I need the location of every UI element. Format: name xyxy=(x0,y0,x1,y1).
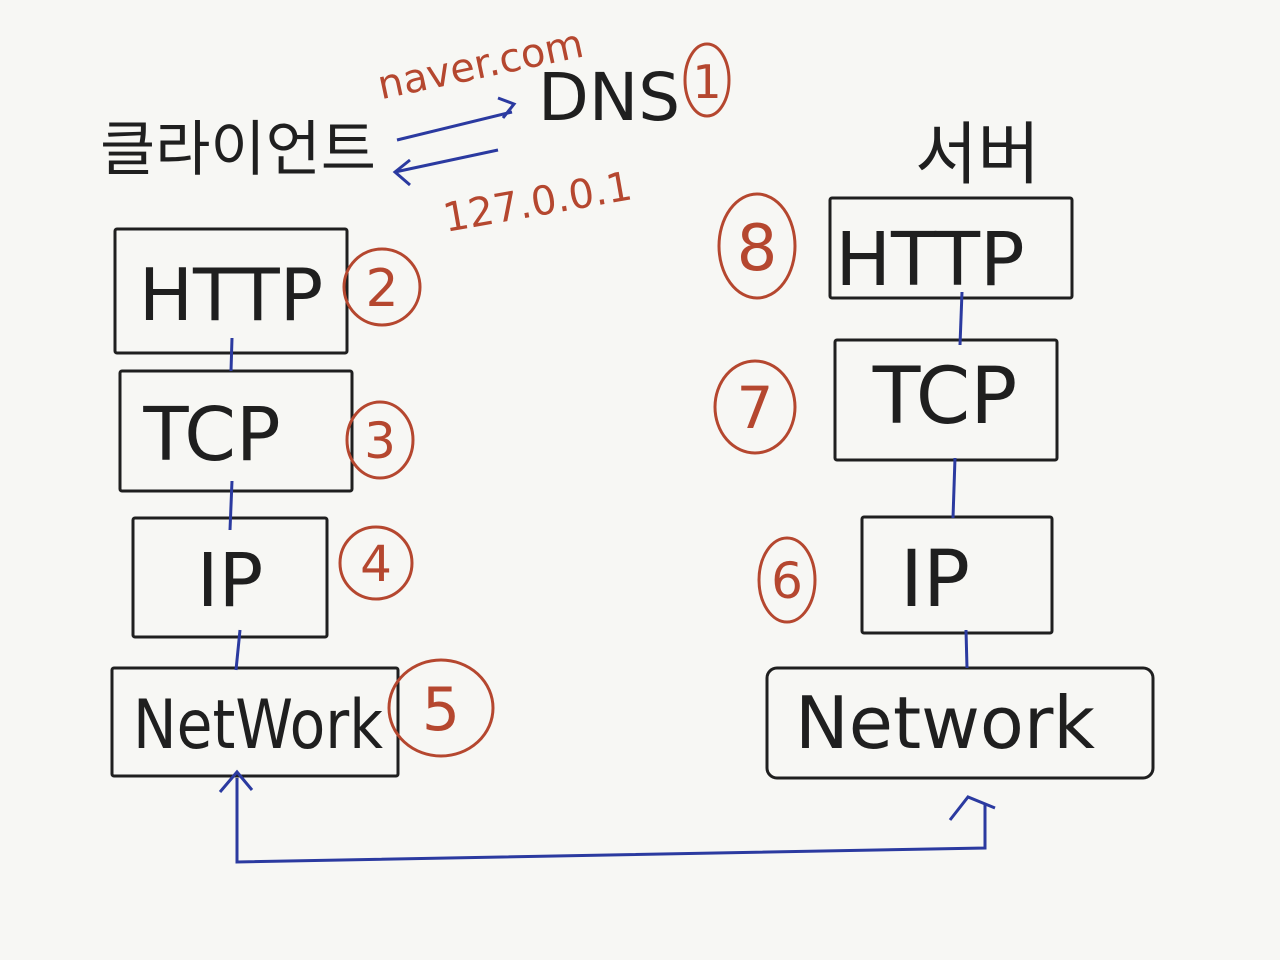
client-stack: HTTP 2 TCP 3 IP 4 NetWork 5 xyxy=(110,227,495,778)
server-connector-tcp-ip xyxy=(951,457,957,519)
dns-answer-arrowhead xyxy=(392,158,411,187)
client-layer-http-label: HTTP xyxy=(139,253,323,337)
client-layer-tcp-label: TCP xyxy=(142,392,280,478)
server-step-8-circle xyxy=(717,192,797,300)
server-layer-tcp-label: TCP xyxy=(872,352,1018,442)
client-connector-ip-network xyxy=(234,629,242,671)
server-layer-ip-label: IP xyxy=(900,535,970,625)
client-layer-tcp-box xyxy=(118,369,354,493)
client-step-5-circle xyxy=(387,658,495,758)
server-connector-ip-network xyxy=(964,629,969,669)
server-layer-tcp-box xyxy=(833,338,1059,462)
network-link-line xyxy=(235,778,987,864)
server-title: 서버 xyxy=(915,116,1040,195)
client-layer-network-box xyxy=(110,666,400,778)
dns-server-label: DNS xyxy=(538,59,680,136)
client-layer-network-label: NetWork xyxy=(133,686,384,765)
server-layer-network-label: Network xyxy=(795,681,1095,765)
dns-query-arrow xyxy=(396,110,513,142)
server-network-arrowhead xyxy=(948,795,996,821)
server-step-8-number: 8 xyxy=(737,212,778,286)
client-title: 클라이언트 xyxy=(100,115,376,185)
dns-query-arrowhead xyxy=(497,96,517,119)
client-connector-tcp-ip xyxy=(228,480,234,531)
client-step-3-circle xyxy=(345,400,415,480)
server-connector-http-tcp xyxy=(958,291,964,346)
client-step-4-number: 4 xyxy=(360,535,392,593)
dns-answer-label: 127.0.0.1 xyxy=(440,163,636,241)
server-step-7-circle xyxy=(713,359,797,455)
client-layer-ip-label: IP xyxy=(197,538,263,624)
dns-step-number: 1 xyxy=(692,55,721,109)
client-step-4-circle xyxy=(338,525,414,601)
dns-step-circle xyxy=(683,42,731,118)
client-step-2-circle xyxy=(342,247,422,327)
client-step-2-number: 2 xyxy=(365,259,398,319)
client-step-5-number: 5 xyxy=(422,675,460,745)
server-layer-ip-box xyxy=(860,515,1054,635)
client-network-arrowhead xyxy=(218,769,254,793)
server-layer-network-box xyxy=(765,666,1155,780)
server-stack: HTTP 8 TCP 7 IP 6 Network xyxy=(713,192,1155,780)
client-connector-http-tcp xyxy=(229,337,234,372)
server-step-6-number: 6 xyxy=(771,552,803,610)
server-layer-http-label: HTTP xyxy=(835,217,1024,303)
client-step-3-number: 3 xyxy=(364,412,396,470)
server-step-7-number: 7 xyxy=(737,374,774,442)
dns-answer-arrow xyxy=(394,148,499,174)
server-step-6-circle xyxy=(757,536,817,624)
server-layer-http-box xyxy=(828,196,1074,300)
